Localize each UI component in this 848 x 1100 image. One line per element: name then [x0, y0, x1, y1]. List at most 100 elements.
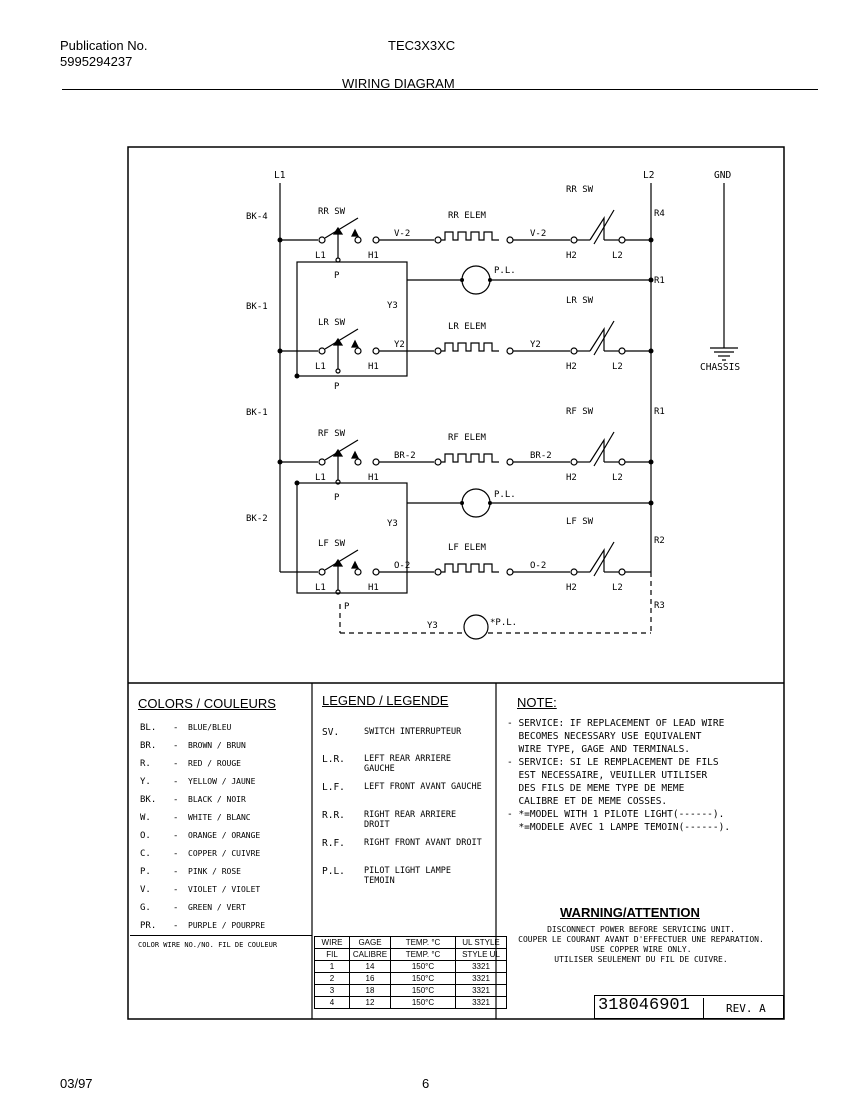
legend-abbr: P.L.	[322, 866, 345, 877]
color-name: BLUE/BLEU	[188, 723, 232, 732]
color-name: VIOLET / VIOLET	[188, 885, 261, 894]
footer-date: 03/97	[60, 1076, 93, 1091]
color-abbr: V.	[140, 885, 151, 895]
pin-l2-label: L2	[612, 583, 623, 593]
legend-name: SWITCH INTERRUPTEUR	[364, 727, 462, 737]
footer-page: 6	[422, 1076, 430, 1091]
legend-title: LEGEND / LEGENDE	[322, 693, 449, 708]
wire-table-cell: 16	[349, 972, 391, 985]
legend-abbr: SV.	[322, 727, 340, 738]
color-dash: -	[173, 849, 179, 859]
pin-h1-label: H1	[368, 362, 379, 372]
color-abbr: P.	[140, 867, 151, 877]
pin-l2-label: L2	[612, 473, 623, 483]
legend-name: RIGHT REAR ARRIERE DROIT	[364, 810, 457, 830]
wire-table-area	[130, 935, 312, 1020]
pl-label-1: P.L.	[494, 266, 516, 276]
color-abbr: G.	[140, 903, 151, 913]
infinite-switch-label: LF SW	[566, 517, 594, 527]
left-label-2: BK-1	[246, 302, 268, 312]
color-abbr: C.	[140, 849, 151, 859]
pin-h1-label: H1	[368, 251, 379, 261]
color-name: RED / ROUGE	[188, 759, 241, 768]
legend-abbr: L.F.	[322, 782, 345, 793]
color-dash: -	[173, 867, 179, 877]
left-label-4: BK-2	[246, 514, 268, 524]
y3-label-1: Y3	[387, 301, 398, 311]
color-abbr: Y.	[140, 777, 151, 787]
pin-l1-label: L1	[315, 473, 326, 483]
switch-label: LR SW	[318, 318, 346, 328]
pin-l2-label: L2	[612, 362, 623, 372]
switch-label: RR SW	[318, 207, 346, 217]
l2-label: L2	[643, 170, 654, 181]
element-label: RR ELEM	[448, 211, 487, 221]
color-name: GREEN / VERT	[188, 903, 246, 912]
wire-table-cell: 2	[314, 972, 350, 985]
pin-h1-label: H1	[368, 473, 379, 483]
pin-p-label: P	[334, 271, 340, 281]
note-text: - SERVICE: IF REPLACEMENT OF LEAD WIRE B…	[507, 718, 731, 833]
wire-table-header: TEMP. °C	[390, 948, 456, 961]
publication-label: Publication No.	[60, 38, 148, 53]
switch-label: RF SW	[318, 429, 346, 439]
color-dash: -	[173, 885, 179, 895]
color-abbr: R.	[140, 759, 151, 769]
wire-table-cell: 18	[349, 984, 391, 997]
wire-table-header: FIL	[314, 948, 350, 961]
color-dash: -	[173, 795, 179, 805]
legend-abbr: R.F.	[322, 838, 345, 849]
wire-table-header: GAGE	[349, 936, 391, 949]
colors-title: COLORS / COULEURS	[138, 696, 276, 711]
color-name: YELLOW / JAUNE	[188, 777, 256, 786]
wire-table-cell: 1	[314, 960, 350, 973]
wire-label-left: BR-2	[394, 451, 416, 461]
pin-h1-label: H1	[368, 583, 379, 593]
pin-l1-label: L1	[315, 251, 326, 261]
right-label-5: R3	[654, 601, 665, 611]
pin-l1-label: L1	[315, 362, 326, 372]
wire-label-right: Y2	[530, 340, 541, 350]
pin-p-label: P	[334, 382, 340, 392]
legend-name: PILOT LIGHT LAMPE TEMOIN	[364, 866, 451, 886]
right-label-3: R1	[654, 407, 665, 417]
color-name: PINK / ROSE	[188, 867, 241, 876]
left-label-3: BK-1	[246, 408, 268, 418]
legend-abbr: R.R.	[322, 810, 345, 821]
color-dash: -	[173, 903, 179, 913]
left-label-1: BK-4	[246, 212, 268, 222]
color-name: BROWN / BRUN	[188, 741, 246, 750]
wire-table-cell: 3321	[455, 972, 507, 985]
infinite-switch-label: LR SW	[566, 296, 594, 306]
warning-title: WARNING/ATTENTION	[560, 905, 700, 920]
header-rule	[62, 89, 818, 90]
pl-star-label: *P.L.	[490, 618, 517, 628]
legend-abbr: L.R.	[322, 754, 345, 765]
part-number: 318046901	[598, 996, 690, 1015]
color-name: PURPLE / POURPRE	[188, 921, 266, 930]
color-abbr: O.	[140, 831, 151, 841]
pin-l1-label: L1	[315, 583, 326, 593]
color-dash: -	[173, 813, 179, 823]
color-name: COPPER / CUIVRE	[188, 849, 261, 858]
chassis-label: CHASSIS	[700, 362, 740, 373]
y3-label-2: Y3	[387, 519, 398, 529]
wire-table-cell: 3321	[455, 996, 507, 1009]
color-abbr: BL.	[140, 723, 157, 733]
wire-table-header: CALIBRE	[349, 948, 391, 961]
wire-table-cell: 4	[314, 996, 350, 1009]
legend-name: LEFT REAR ARRIERE GAUCHE	[364, 754, 451, 774]
color-name: BLACK / NOIR	[188, 795, 246, 804]
revision: REV. A	[726, 1002, 766, 1015]
color-dash: -	[173, 921, 179, 931]
pin-l2-label: L2	[612, 251, 623, 261]
warning-text: DISCONNECT POWER BEFORE SERVICING UNIT. …	[518, 925, 764, 964]
infinite-switch-label: RR SW	[566, 185, 594, 195]
y3-label-3: Y3	[427, 621, 438, 631]
wire-table-header: TEMP. °C	[390, 936, 456, 949]
color-dash: -	[173, 831, 179, 841]
color-abbr: PR.	[140, 921, 157, 931]
